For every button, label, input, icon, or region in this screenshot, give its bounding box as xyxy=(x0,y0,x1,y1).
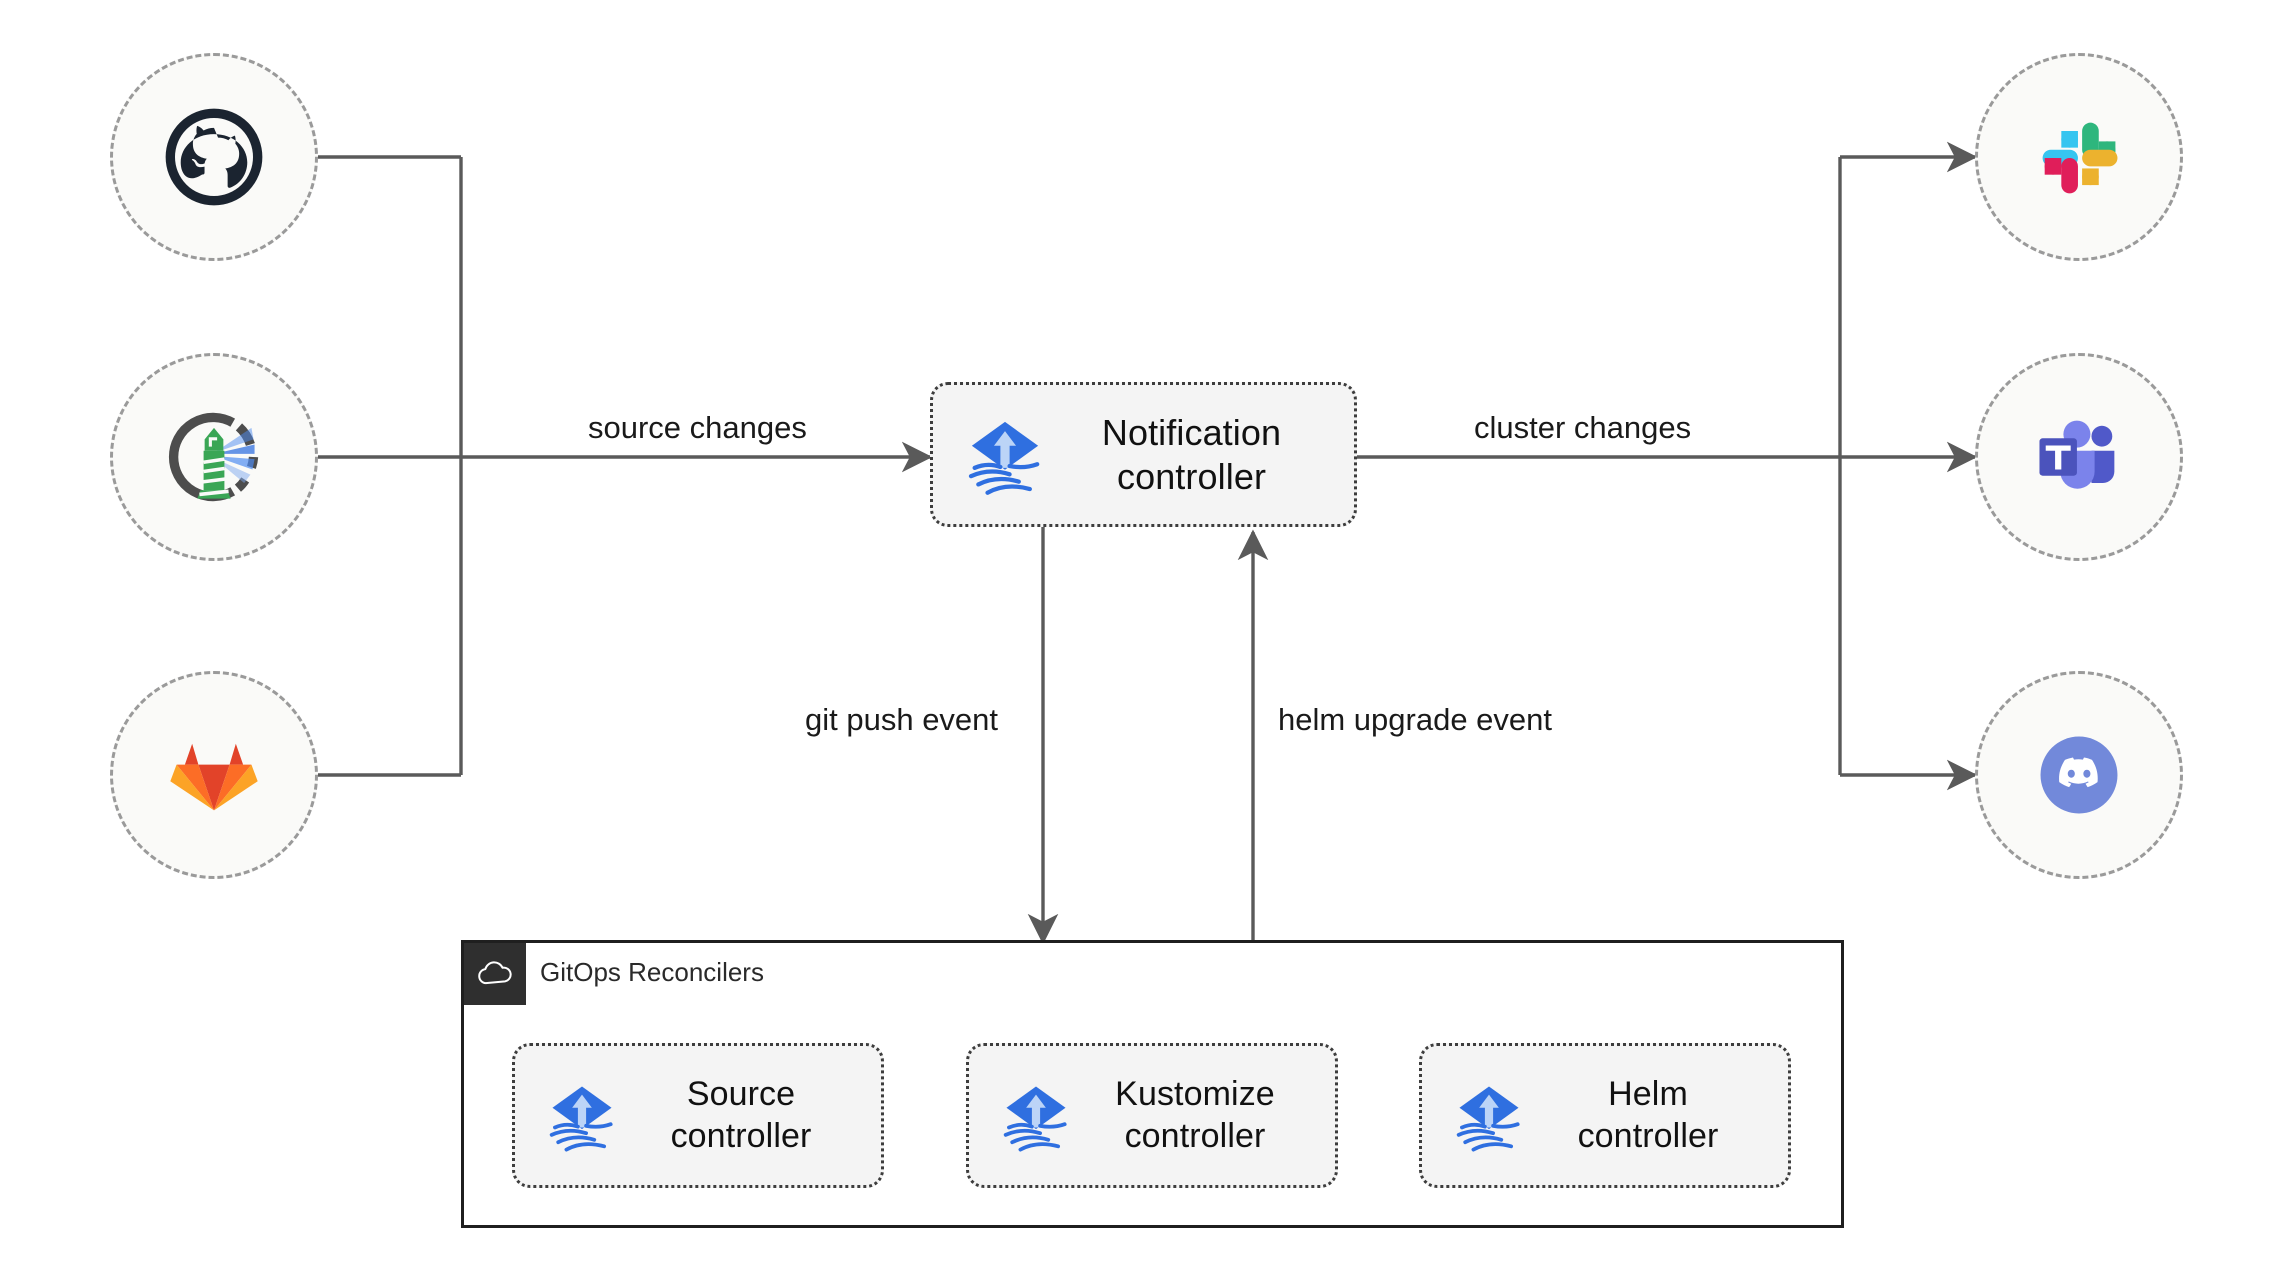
helm-controller-label: Helm controller xyxy=(1530,1074,1772,1157)
destination-node-slack[interactable] xyxy=(1975,53,2183,261)
cloud-icon xyxy=(478,961,512,985)
source-controller-box[interactable]: Source controller xyxy=(512,1043,884,1188)
flux-controller-icon xyxy=(1456,1085,1520,1152)
discord-icon xyxy=(2040,736,2118,814)
helm-controller-label-line1: Helm xyxy=(1608,1075,1688,1114)
destination-node-teams[interactable] xyxy=(1975,353,2183,561)
flux-controller-icon xyxy=(549,1085,613,1152)
gitlab-icon xyxy=(170,743,258,811)
notification-controller-label-line1: Notification xyxy=(1101,411,1282,453)
edge-label-helm-upgrade-event: helm upgrade event xyxy=(1268,700,1563,740)
helm-controller-label-line2: controller xyxy=(1577,1116,1719,1155)
gitops-reconcilers-container: GitOps Reconcilers Source controller xyxy=(461,940,1844,1228)
kustomize-controller-label: Kustomize controller xyxy=(1077,1074,1319,1157)
notification-controller-label: Notification controller xyxy=(1051,411,1338,499)
source-controller-label: Source controller xyxy=(623,1074,865,1157)
source-controller-label-line1: Source xyxy=(686,1075,796,1114)
gitops-container-badge xyxy=(464,943,526,1005)
source-node-flux[interactable] xyxy=(110,353,318,561)
edge-label-cluster-changes: cluster changes xyxy=(1464,408,1702,448)
flux-lighthouse-icon xyxy=(168,412,259,502)
notification-controller-label-line2: controller xyxy=(1116,455,1267,497)
slack-icon xyxy=(2042,122,2118,194)
ms-teams-icon xyxy=(2039,420,2115,489)
source-node-gitlab[interactable] xyxy=(110,671,318,879)
flux-controller-icon xyxy=(1003,1085,1067,1152)
source-controller-label-line2: controller xyxy=(670,1116,812,1155)
kustomize-controller-label-line1: Kustomize xyxy=(1115,1075,1275,1114)
flux-controller-icon xyxy=(968,421,1040,495)
edge-label-source-changes: source changes xyxy=(578,408,817,448)
kustomize-controller-box[interactable]: Kustomize controller xyxy=(966,1043,1338,1188)
gitops-container-title: GitOps Reconcilers xyxy=(540,957,764,987)
helm-controller-box[interactable]: Helm controller xyxy=(1419,1043,1791,1188)
edge-label-git-push-event: git push event xyxy=(795,700,1009,740)
notification-controller-box[interactable]: Notification controller xyxy=(930,382,1357,527)
destination-node-discord[interactable] xyxy=(1975,671,2183,879)
source-node-github[interactable] xyxy=(110,53,318,261)
kustomize-controller-label-line2: controller xyxy=(1124,1116,1266,1155)
github-icon xyxy=(165,108,263,206)
